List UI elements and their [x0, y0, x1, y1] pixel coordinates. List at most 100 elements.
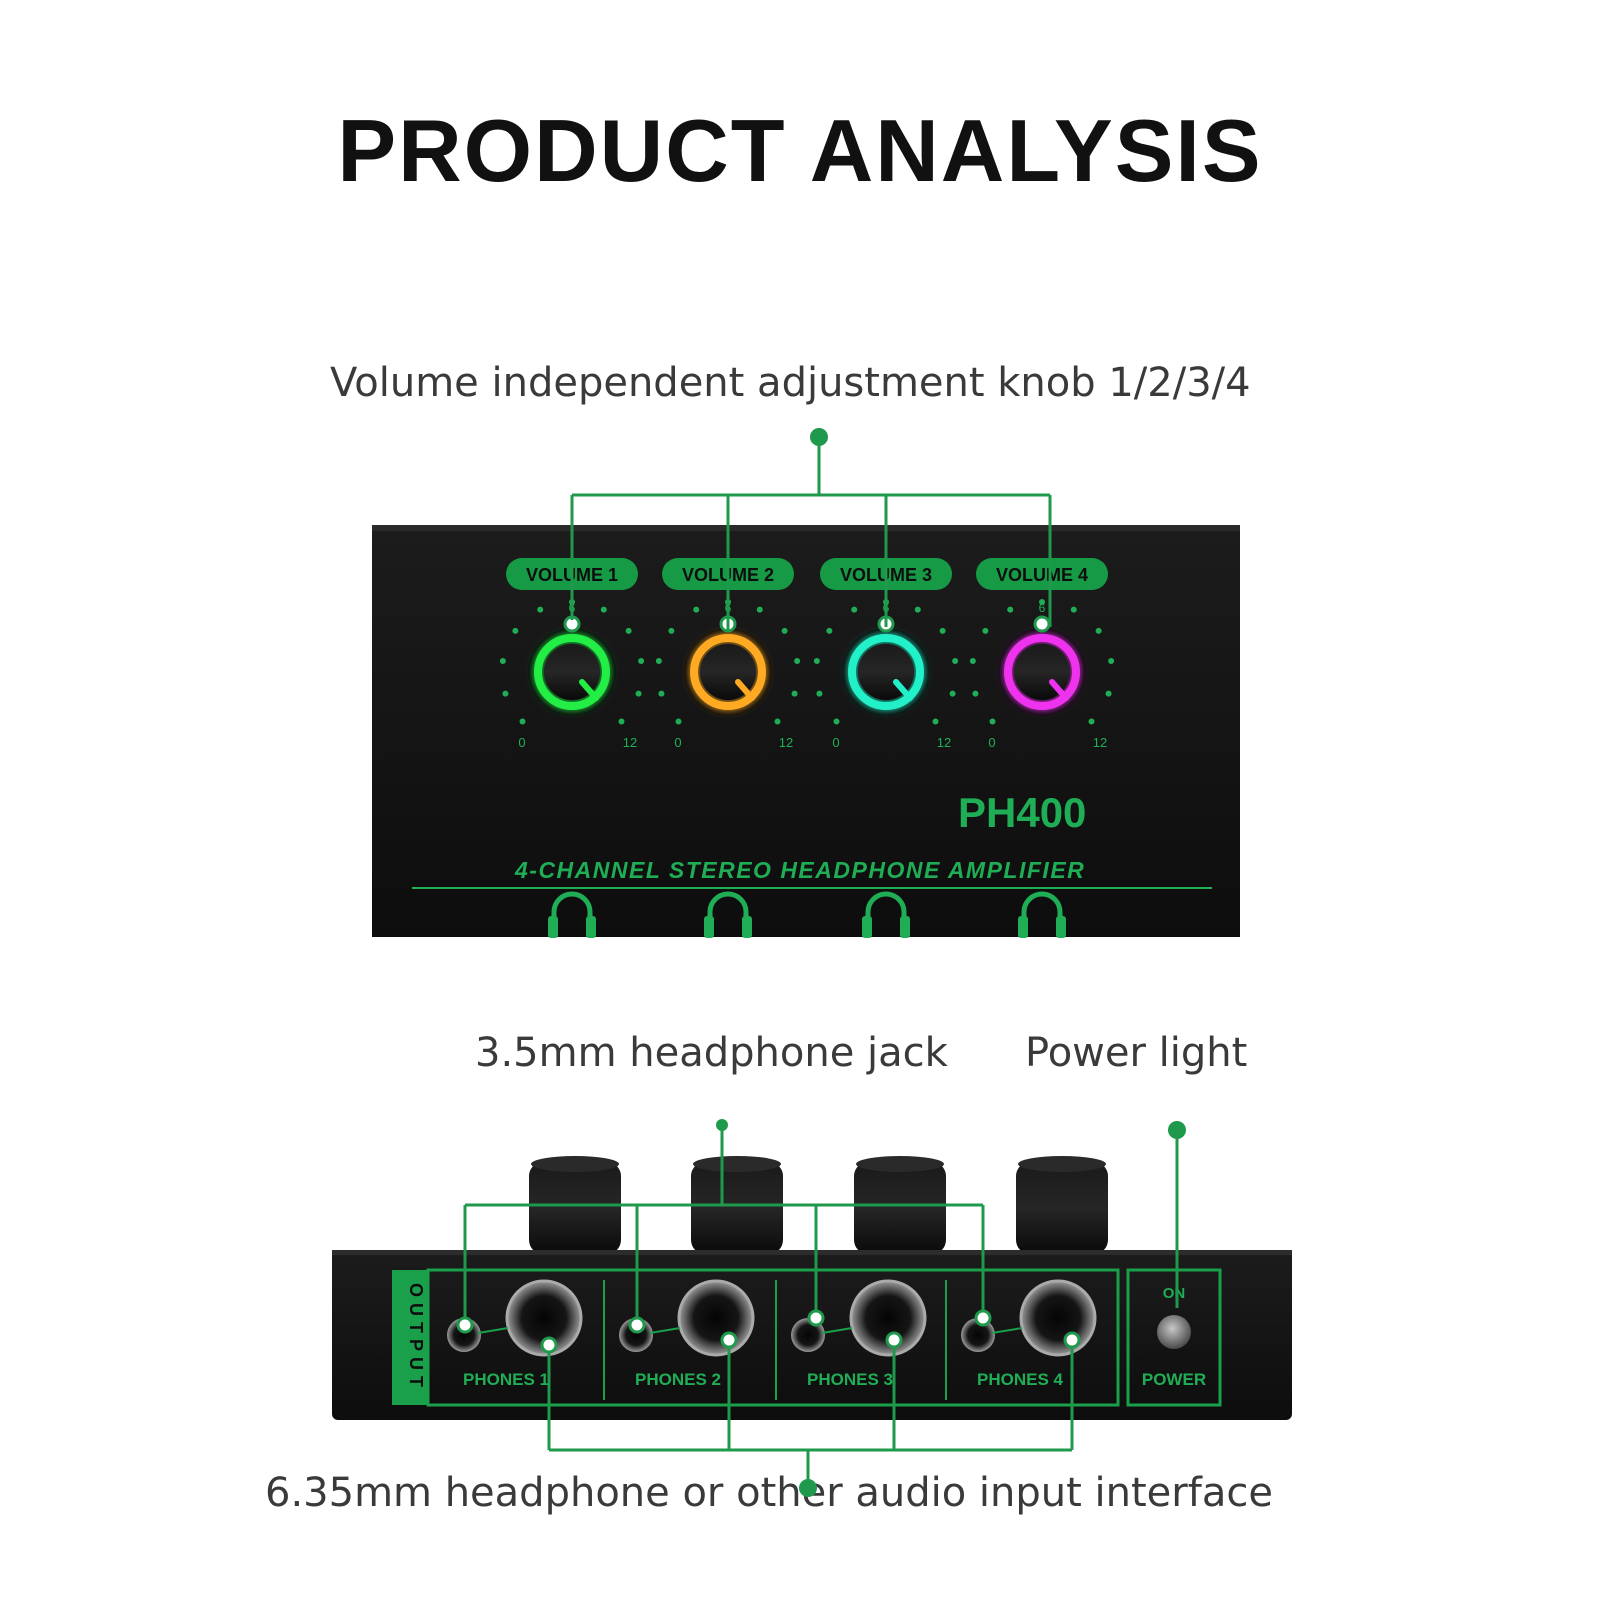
volume-callout-lines [570, 428, 1052, 632]
rear-knob [1016, 1156, 1108, 1254]
scale-dot [949, 690, 956, 697]
scale-dot [1095, 627, 1102, 634]
rear-callout-lines [463, 1119, 1186, 1497]
scale-dot [982, 627, 989, 634]
scale-dot [794, 658, 801, 665]
knob-light-ring [848, 634, 924, 710]
phones-port-3: PHONES 3 [775, 1279, 927, 1400]
power-led [1157, 1315, 1191, 1349]
scale-min-label: 0 [674, 735, 681, 750]
port-label: PHONES 4 [977, 1370, 1064, 1389]
callout-dot [716, 1119, 728, 1131]
rear-panel-top-edge [332, 1250, 1292, 1255]
scale-dot [826, 627, 833, 634]
jack-6-35mm[interactable] [849, 1279, 927, 1357]
headphone-jack-35-callout: 3.5mm headphone jack [475, 1030, 948, 1076]
scale-dot [989, 718, 996, 725]
jack-3-5mm[interactable] [961, 1318, 995, 1352]
scale-dot [813, 658, 820, 665]
jack-6-35mm[interactable] [677, 1279, 755, 1357]
scale-dot [1007, 606, 1014, 613]
scale-min-label: 0 [988, 735, 995, 750]
jack-6-35mm[interactable] [1019, 1279, 1097, 1357]
scale-dot [1039, 599, 1045, 605]
scale-dot [635, 690, 642, 697]
scale-dot [519, 718, 526, 725]
scale-dot [618, 718, 625, 725]
scale-dot [1088, 718, 1095, 725]
volume-knob-callout: Volume independent adjustment knob 1/2/3… [330, 360, 1251, 406]
connector-line [991, 1327, 1023, 1334]
rear-knob [854, 1156, 946, 1254]
product-subtitle: 4-CHANNEL STEREO HEADPHONE AMPLIFIER [514, 857, 1085, 883]
scale-dot [512, 627, 519, 634]
scale-dot [499, 658, 506, 665]
scale-dot [502, 690, 509, 697]
output-label: OUTPUT [406, 1283, 426, 1393]
power-label: POWER [1142, 1370, 1206, 1389]
scale-dot [600, 606, 607, 613]
scale-dot [791, 690, 798, 697]
scale-dot [537, 606, 544, 613]
scale-dot [969, 658, 976, 665]
scale-dot [932, 718, 939, 725]
scale-max-label: 12 [1093, 735, 1107, 750]
callout-endpoint [974, 1309, 992, 1327]
callout-endpoint [807, 1309, 825, 1327]
volume-label-pill [976, 558, 1108, 590]
power-light-callout: Power light [1025, 1030, 1248, 1076]
scale-min-label: 0 [832, 735, 839, 750]
headphone-jack-635-callout: 6.35mm headphone or other audio input in… [265, 1470, 1273, 1516]
callout-dot [799, 1479, 817, 1497]
front-panel-top-edge [372, 525, 1240, 531]
volume-label: VOLUME 4 [996, 565, 1088, 585]
callout-endpoint [628, 1316, 646, 1334]
scale-dot [952, 658, 959, 665]
jack-6-35mm[interactable] [505, 1279, 583, 1357]
scale-min-label: 0 [518, 735, 525, 750]
scale-dot [668, 627, 675, 634]
scale-max-label: 12 [937, 735, 951, 750]
port-label: PHONES 2 [635, 1370, 721, 1389]
knob-indicator [893, 679, 913, 701]
scale-dot [1070, 606, 1077, 613]
scale-max-label: 12 [623, 735, 637, 750]
callout-dot [810, 428, 828, 446]
scale-dot [1105, 690, 1112, 697]
knob-light-ring [690, 634, 766, 710]
callout-dot [1168, 1121, 1186, 1139]
volume-channel-4: VOLUME 4 6 0 12 [969, 558, 1115, 750]
power-on-label: ON [1163, 1285, 1186, 1302]
scale-dot [816, 690, 823, 697]
connector-line [477, 1327, 509, 1334]
headphone-icon [704, 891, 752, 938]
rear-knob [691, 1156, 783, 1254]
connector-line [821, 1327, 853, 1334]
scale-dot [658, 690, 665, 697]
rear-knob [529, 1156, 621, 1254]
headphone-icon [862, 891, 910, 938]
callout-endpoint [1063, 1331, 1081, 1349]
power-section-frame [1126, 1268, 1222, 1407]
output-section-frame [426, 1268, 1120, 1407]
knob-indicator [1049, 679, 1069, 701]
scale-dot [756, 606, 763, 613]
rear-callout-endpoints [456, 1309, 1081, 1354]
knob-light-ring [534, 634, 610, 710]
page-title: PRODUCT ANALYSIS [337, 101, 1263, 200]
jack-3-5mm[interactable] [791, 1318, 825, 1352]
scale-dot [939, 627, 946, 634]
scale-dot [638, 658, 645, 665]
callout-endpoint [1033, 615, 1051, 633]
scale-dot [972, 690, 979, 697]
knob-indicator [579, 679, 599, 701]
scale-dot [851, 606, 858, 613]
scale-dot [833, 718, 840, 725]
scale-dot [655, 658, 662, 665]
scale-mid-label: 6 [1039, 601, 1046, 615]
callout-endpoint [885, 1331, 903, 1349]
